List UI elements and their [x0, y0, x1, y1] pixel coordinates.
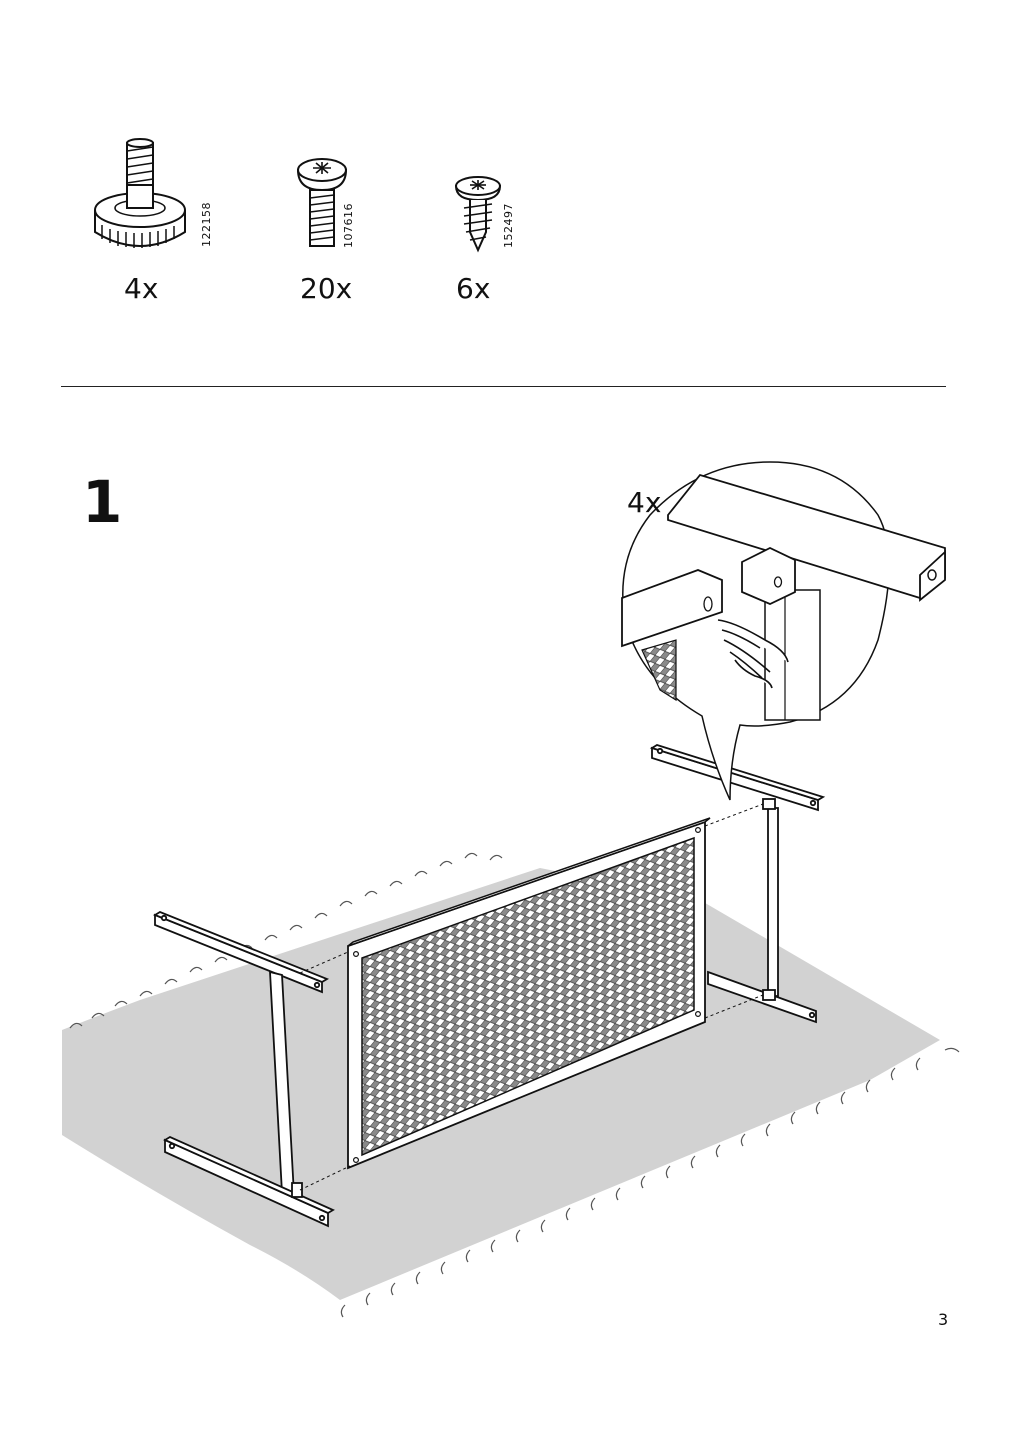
- part-wood-screw: 152497 6x: [450, 170, 530, 310]
- step-number: 1: [82, 468, 123, 536]
- part-quantity: 4x: [124, 272, 159, 305]
- alignment-lines: [299, 803, 764, 1191]
- part-adjustable-foot: 122158 4x: [80, 135, 220, 315]
- wood-screw-icon: [454, 176, 502, 253]
- assembly-illustration: 4x: [62, 461, 960, 1318]
- part-machine-screw: 107616 20x: [290, 150, 380, 310]
- part-code: 122158: [200, 202, 213, 247]
- adjustable-foot-icon: [94, 138, 186, 248]
- part-code: 152497: [502, 203, 515, 248]
- page-number: 3: [938, 1310, 949, 1329]
- detail-callout: 4x: [621, 461, 946, 801]
- part-quantity: 6x: [456, 272, 491, 305]
- section-divider: [61, 386, 946, 387]
- left-leg-frame: [152, 910, 335, 1228]
- machine-screw-icon: [296, 158, 348, 247]
- part-code: 107616: [342, 203, 355, 248]
- part-quantity: 20x: [300, 272, 353, 305]
- sheet-edge-marks: [69, 852, 960, 1318]
- hand-icon: [717, 619, 789, 689]
- right-leg-frame: [649, 744, 826, 1024]
- callout-quantity: 4x: [627, 486, 661, 519]
- mesh-panel: [347, 817, 711, 1170]
